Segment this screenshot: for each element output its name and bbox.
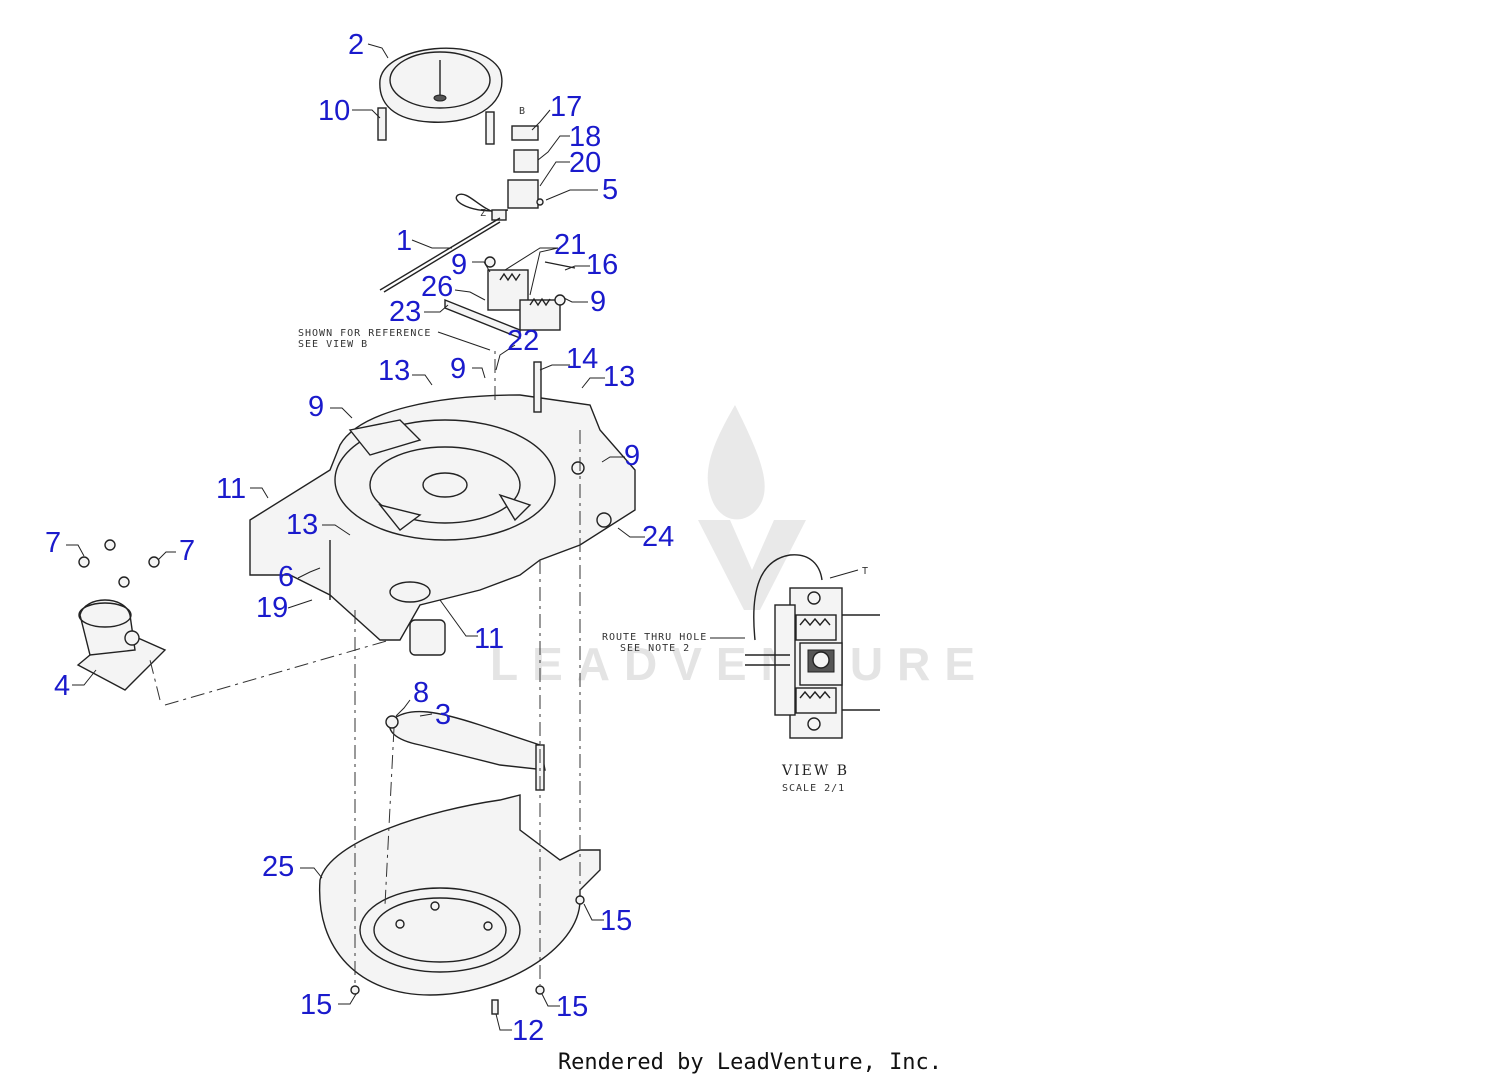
fastener-part: [350, 895, 585, 1015]
callout-23[interactable]: 23: [389, 296, 421, 328]
cover-ring-part: [379, 47, 503, 123]
callout-11-lower[interactable]: 11: [474, 623, 504, 655]
callout-3[interactable]: 3: [435, 699, 451, 731]
callout-9-mid[interactable]: 9: [450, 353, 466, 385]
callout-18[interactable]: 18: [569, 121, 601, 153]
callout-5[interactable]: 5: [602, 174, 618, 206]
footer-credit: Rendered by LeadVenture, Inc.: [557, 1050, 943, 1075]
callout-20[interactable]: 20: [569, 147, 601, 179]
callout-16[interactable]: 16: [586, 249, 618, 281]
view-b-marker: B: [519, 106, 526, 117]
bolt-part: [377, 107, 495, 145]
view-b-scale: SCALE 2/1: [782, 783, 845, 794]
spring-bracket-assembly-part: [444, 256, 576, 340]
chute-part: [76, 599, 167, 691]
callout-24[interactable]: 24: [642, 521, 674, 553]
callout-12[interactable]: 12: [512, 1015, 544, 1047]
callout-2[interactable]: 2: [348, 29, 364, 61]
route-note-line1: ROUTE THRU HOLE: [602, 632, 707, 643]
callout-7-left[interactable]: 7: [45, 527, 61, 559]
deck-housing-part: [249, 394, 636, 656]
route-note-line2: SEE NOTE 2: [620, 643, 690, 654]
callout-19[interactable]: 19: [256, 592, 288, 624]
reference-note-line2: SEE VIEW B: [298, 339, 368, 350]
cable-part: [379, 217, 501, 293]
callout-6[interactable]: 6: [278, 561, 294, 593]
callout-26[interactable]: 26: [421, 271, 453, 303]
callout-22[interactable]: 22: [507, 325, 539, 357]
wire-tag-t: T: [862, 566, 869, 577]
callout-11-upper[interactable]: 11: [216, 473, 246, 505]
callout-15-center[interactable]: 15: [556, 991, 588, 1023]
callout-1[interactable]: 1: [396, 225, 412, 257]
switch-assembly-part: [455, 125, 544, 221]
alignment-lines: [149, 350, 581, 985]
lever-arm-part: [385, 710, 546, 791]
callout-leaders: [66, 43, 745, 1031]
callout-9-deck[interactable]: 9: [308, 391, 324, 423]
callout-10[interactable]: 10: [318, 95, 350, 127]
callout-8[interactable]: 8: [413, 677, 429, 709]
view-b-title: VIEW B: [781, 763, 849, 779]
callout-15-left[interactable]: 15: [300, 989, 332, 1021]
wire-tag-z: Z: [480, 208, 487, 219]
callout-13-deck[interactable]: 13: [286, 509, 318, 541]
callout-17[interactable]: 17: [550, 91, 582, 123]
callout-13-right[interactable]: 13: [603, 361, 635, 393]
long-bolt-part: [533, 361, 542, 413]
callout-9-right[interactable]: 9: [590, 286, 606, 318]
callout-9-side[interactable]: 9: [624, 440, 640, 472]
reference-note-line1: SHOWN FOR REFERENCE: [298, 328, 431, 339]
callout-13-left[interactable]: 13: [378, 355, 410, 387]
lower-housing-part: [318, 794, 601, 996]
view-b-detail: [745, 554, 880, 739]
watermark-logo: [698, 405, 806, 610]
callout-21[interactable]: 21: [554, 229, 586, 261]
callout-9-upper[interactable]: 9: [451, 249, 467, 281]
callout-15-right[interactable]: 15: [600, 905, 632, 937]
callout-7-right[interactable]: 7: [179, 535, 195, 567]
watermark-text: LEADVENTURE: [490, 638, 989, 690]
callout-25[interactable]: 25: [262, 851, 294, 883]
callout-14[interactable]: 14: [566, 343, 598, 375]
nut-part: [78, 539, 160, 588]
callout-4[interactable]: 4: [54, 670, 70, 702]
